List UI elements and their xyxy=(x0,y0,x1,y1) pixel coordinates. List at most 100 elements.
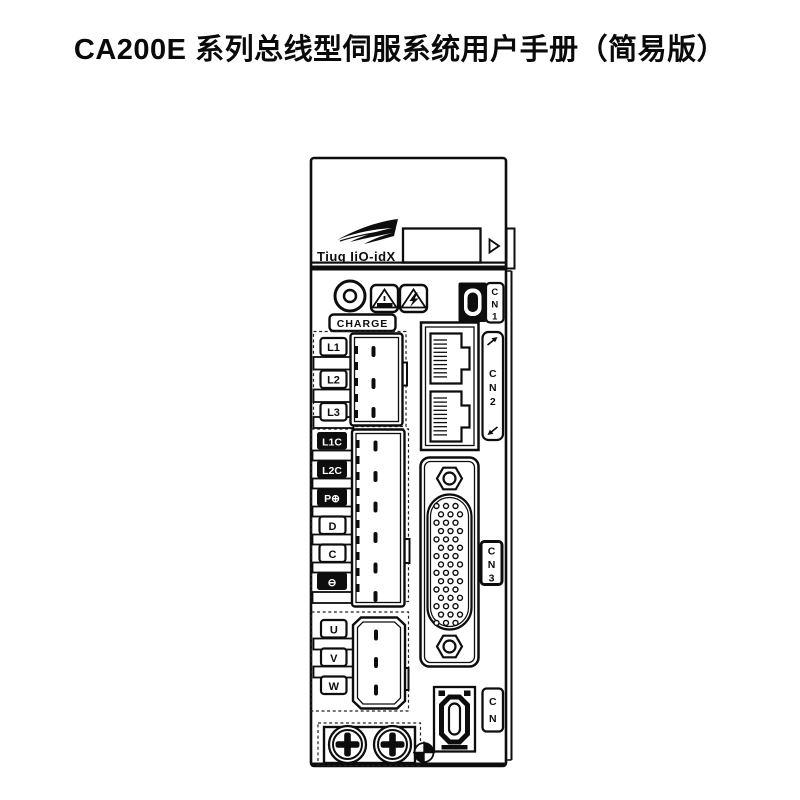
ground-mark-icon xyxy=(413,741,435,764)
dsub-pin xyxy=(442,569,450,576)
svg-text:D: D xyxy=(329,521,337,533)
dsub-pin-field xyxy=(433,502,464,627)
dsub-pin xyxy=(447,527,454,535)
page-title: CA200E 系列总线型伺服系统用户手册（简易版） xyxy=(73,34,727,66)
branding-area: Tiug IiO-idX xyxy=(317,219,501,264)
dsub-pin xyxy=(456,594,464,602)
dsub-pin xyxy=(437,544,445,551)
rj45-jack xyxy=(429,332,471,385)
dsub-pin xyxy=(452,619,459,627)
pin xyxy=(373,501,378,513)
svg-text:L3: L3 xyxy=(327,407,340,419)
svg-text:⊖: ⊖ xyxy=(328,577,337,589)
svg-text:P⊕: P⊕ xyxy=(324,493,340,505)
cn1-label: C N 1 xyxy=(484,281,505,324)
dsub-pin xyxy=(452,519,459,526)
terminal-label-V: V xyxy=(319,647,348,668)
dsub-pin xyxy=(442,502,450,510)
svg-text:2: 2 xyxy=(490,396,496,408)
servo-drive-diagram: Tiug IiO-idX CHARGE xyxy=(309,156,516,768)
dsub-pin xyxy=(447,561,454,568)
terminal-label-U: U xyxy=(319,618,348,639)
svg-text:V: V xyxy=(330,653,338,665)
terminal-label-L2C: L2C xyxy=(317,460,347,478)
side-clip-tab xyxy=(505,227,516,270)
terminal-label-L1: L1 xyxy=(319,336,348,357)
dsub-pin xyxy=(437,594,445,602)
svg-text:W: W xyxy=(329,681,340,693)
dsub-pin xyxy=(447,594,454,602)
terminal-slot xyxy=(311,591,355,604)
dsub-pin xyxy=(433,552,440,560)
svg-text:L2: L2 xyxy=(327,375,340,387)
svg-text:L1: L1 xyxy=(327,342,340,354)
dsub-pin xyxy=(433,586,440,593)
pin xyxy=(374,629,378,641)
dsub-pin xyxy=(452,502,459,510)
dsub-pin xyxy=(437,577,445,585)
dsub-pin xyxy=(433,619,440,627)
motor-terminal-group-box xyxy=(310,611,410,712)
charge-indicator-label: CHARGE xyxy=(328,313,397,333)
terminal-label-L3: L3 xyxy=(319,401,348,422)
dsub-pin xyxy=(433,569,440,576)
pin xyxy=(374,684,378,696)
panel-seam-band xyxy=(312,265,505,271)
svg-text:N: N xyxy=(489,382,497,394)
pin xyxy=(373,532,378,543)
svg-text:N: N xyxy=(488,559,496,571)
dsub-pin xyxy=(456,544,464,551)
svg-text:C: C xyxy=(488,546,496,558)
indicator-row xyxy=(333,279,429,314)
terminal-label-W: W xyxy=(319,675,348,696)
pin xyxy=(371,378,376,389)
dsub-pin xyxy=(437,561,445,568)
rj45-contacts xyxy=(433,397,447,436)
caution-triangle-icon xyxy=(369,283,400,314)
dsub-pin xyxy=(452,552,459,560)
pin xyxy=(371,346,376,357)
cn2-label: C N 2 xyxy=(481,330,505,442)
nameplate-window xyxy=(401,227,482,264)
mounting-screw-area xyxy=(317,722,435,767)
svg-text:1: 1 xyxy=(492,312,498,323)
terminal-slot xyxy=(312,356,355,371)
dsub-pin xyxy=(433,519,440,526)
terminal-label-C: C xyxy=(318,543,347,564)
cn3-label: C N 3 xyxy=(479,540,504,586)
terminal-strip: L1 L2 L3 L1C L2C xyxy=(311,336,356,696)
cn2-rj45-panel xyxy=(419,321,480,452)
rj45-jack xyxy=(429,390,471,443)
svg-text:C: C xyxy=(489,368,497,380)
charge-text: CHARGE xyxy=(337,318,389,330)
dsub-pin xyxy=(437,527,445,535)
pin xyxy=(374,657,378,668)
electric-shock-triangle-icon xyxy=(398,283,429,314)
svg-text:3: 3 xyxy=(489,573,495,585)
cn4-connector xyxy=(432,685,477,753)
dsub-pin xyxy=(433,603,440,610)
dsub-pin xyxy=(442,603,450,610)
brand-wing-icon xyxy=(337,219,398,244)
bottom-edge-band xyxy=(311,762,506,767)
control-dcbus-connector xyxy=(350,428,411,608)
dsub-pin xyxy=(452,603,459,610)
terminal-slot xyxy=(311,477,355,490)
dsub-pin xyxy=(437,611,445,618)
dsub-pin xyxy=(447,577,454,585)
dsub-pin xyxy=(452,586,459,593)
screw-icon xyxy=(327,724,368,765)
pin xyxy=(373,591,378,602)
mains-power-connector xyxy=(349,332,408,427)
arrow-right-icon xyxy=(488,237,501,255)
terminal-slot xyxy=(311,561,355,574)
svg-text:U: U xyxy=(330,625,338,637)
dsub-pin xyxy=(433,502,440,510)
dsub-pin xyxy=(447,544,454,551)
svg-text:N: N xyxy=(491,300,498,311)
dsub-pin xyxy=(433,536,440,543)
terminal-label-P-plus: P⊕ xyxy=(317,488,347,506)
screw-icon xyxy=(372,724,413,765)
dsub-pin xyxy=(456,527,464,535)
terminal-label-L2: L2 xyxy=(319,369,348,390)
